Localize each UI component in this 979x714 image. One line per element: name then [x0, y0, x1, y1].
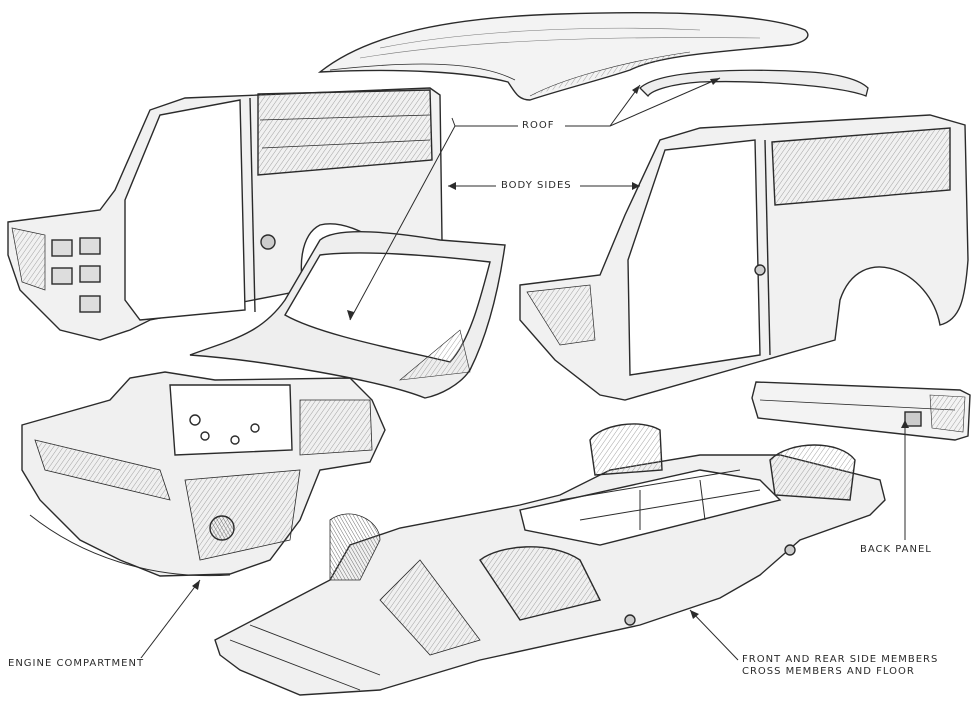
engine-compartment: [21, 371, 386, 577]
back-panel: [751, 381, 971, 441]
body-sides-label: BODY SIDES: [499, 180, 574, 192]
roof-label: ROOF: [520, 120, 557, 132]
roof-rail: [639, 69, 869, 98]
floor-label-line1: FRONT AND REAR SIDE MEMBERS: [740, 654, 941, 666]
leader-lines: [137, 77, 906, 663]
floor-assembly: [214, 423, 886, 696]
engine-compartment-label: ENGINE COMPARTMENT: [6, 658, 147, 670]
right-body-side: [519, 114, 969, 401]
floor-label-line2: CROSS MEMBERS AND FLOOR: [740, 666, 917, 678]
windscreen-frame: [189, 231, 506, 399]
left-body-side: [7, 87, 443, 341]
roof-panel: [317, 12, 809, 101]
back-panel-label: BACK PANEL: [858, 544, 934, 556]
arrowheads: [192, 78, 909, 619]
